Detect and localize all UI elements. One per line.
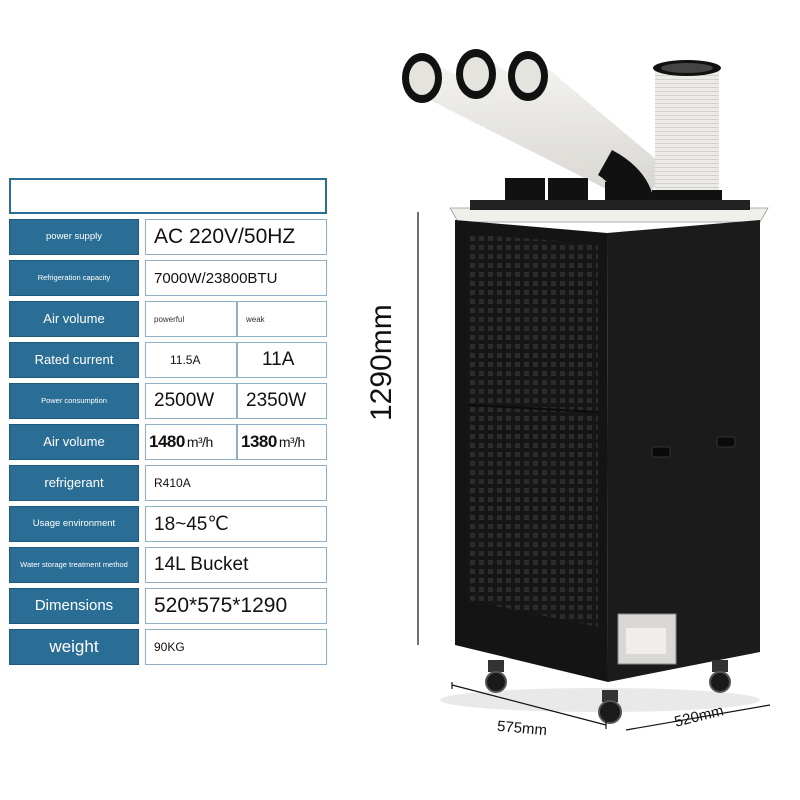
table-row-usage-environment: Usage environment 18~45℃ [9, 506, 327, 542]
spec-table: power supply AC 220V/50HZ Refrigeration … [9, 178, 327, 670]
row-value-strong: 11.5A [145, 342, 237, 378]
table-row-air-volume-mode: Air volume powerful weak [9, 301, 327, 337]
air-volume-weak-value: 1380 [241, 432, 277, 451]
row-label: Power consumption [9, 383, 139, 419]
row-value: 18~45℃ [145, 506, 327, 542]
table-row-refrigeration-capacity: Refrigeration capacity 7000W/23800BTU [9, 260, 327, 296]
top-panel [470, 200, 750, 210]
row-value-strong: powerful [145, 301, 237, 337]
air-volume-unit: m³/h [278, 434, 306, 450]
row-label: Water storage treatment method [9, 547, 139, 583]
table-row-weight: weight 90KG [9, 629, 327, 665]
table-row-dimensions: Dimensions 520*575*1290 [9, 588, 327, 624]
table-header-row [9, 178, 327, 214]
air-volume-strong-value: 1480 [149, 432, 185, 451]
row-value: R410A [145, 465, 327, 501]
row-value: AC 220V/50HZ [145, 219, 327, 255]
air-volume-unit: m³/h [186, 434, 214, 450]
table-row-refrigerant: refrigerant R410A [9, 465, 327, 501]
row-label: refrigerant [9, 465, 139, 501]
row-value: 520*575*1290 [145, 588, 327, 624]
row-label: weight [9, 629, 139, 665]
row-value: 14L Bucket [145, 547, 327, 583]
row-value-weak: 2350W [237, 383, 327, 419]
dimension-lines [417, 212, 771, 731]
row-label: Usage environment [9, 506, 139, 542]
row-value: 90KG [145, 629, 327, 665]
row-value-strong: 2500W [145, 383, 237, 419]
row-label: Dimensions [9, 588, 139, 624]
row-label: power supply [9, 219, 139, 255]
row-label: Air volume [9, 301, 139, 337]
caster-wheels [485, 660, 731, 724]
row-value-weak: weak [237, 301, 327, 337]
row-value: 7000W/23800BTU [145, 260, 327, 296]
side-panel [607, 220, 760, 682]
row-value-weak: 11A [237, 342, 327, 378]
table-row-power-supply: power supply AC 220V/50HZ [9, 219, 327, 255]
table-row-water-storage: Water storage treatment method 14L Bucke… [9, 547, 327, 583]
front-grille [468, 234, 598, 627]
floor-shadow [440, 688, 760, 712]
table-row-rated-current: Rated current 11.5A 11A [9, 342, 327, 378]
row-label: Rated current [9, 342, 139, 378]
row-label: Refrigeration capacity [9, 260, 139, 296]
exhaust-duct [652, 60, 722, 212]
top-cap [449, 207, 769, 223]
side-handle-right [716, 436, 736, 448]
row-label: Air volume [9, 424, 139, 460]
table-row-power-consumption: Power consumption 2500W 2350W [9, 383, 327, 419]
front-panel [455, 220, 608, 682]
height-dimension-label: 1290mm [365, 304, 398, 421]
side-handle-left [651, 446, 671, 458]
